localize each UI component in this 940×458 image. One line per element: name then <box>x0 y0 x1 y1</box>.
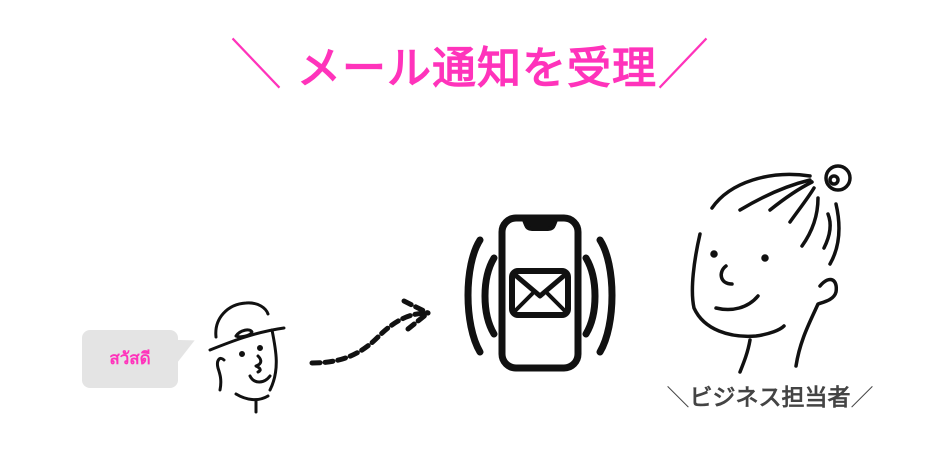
role-text: ビジネス担当者 <box>689 385 851 411</box>
title-right-deco: ／ <box>657 34 711 98</box>
person-with-cap-icon <box>208 301 286 414</box>
role-right-deco: ／ <box>850 385 874 411</box>
vibrating-phone-mail-icon <box>464 214 616 372</box>
person-with-bun-icon <box>690 164 852 374</box>
speech-bubble <box>82 330 178 388</box>
page-title: ＼ メール通知を受理／ <box>0 34 940 99</box>
dashed-arrow-icon <box>309 298 431 366</box>
role-label: ＼ビジネス担当者／ <box>660 382 880 414</box>
title-left-deco: ＼ <box>229 34 283 98</box>
speech-bubble-text: สวัสดี <box>109 349 151 369</box>
title-text: メール通知を受理 <box>297 43 657 94</box>
role-left-deco: ＼ <box>666 385 690 411</box>
